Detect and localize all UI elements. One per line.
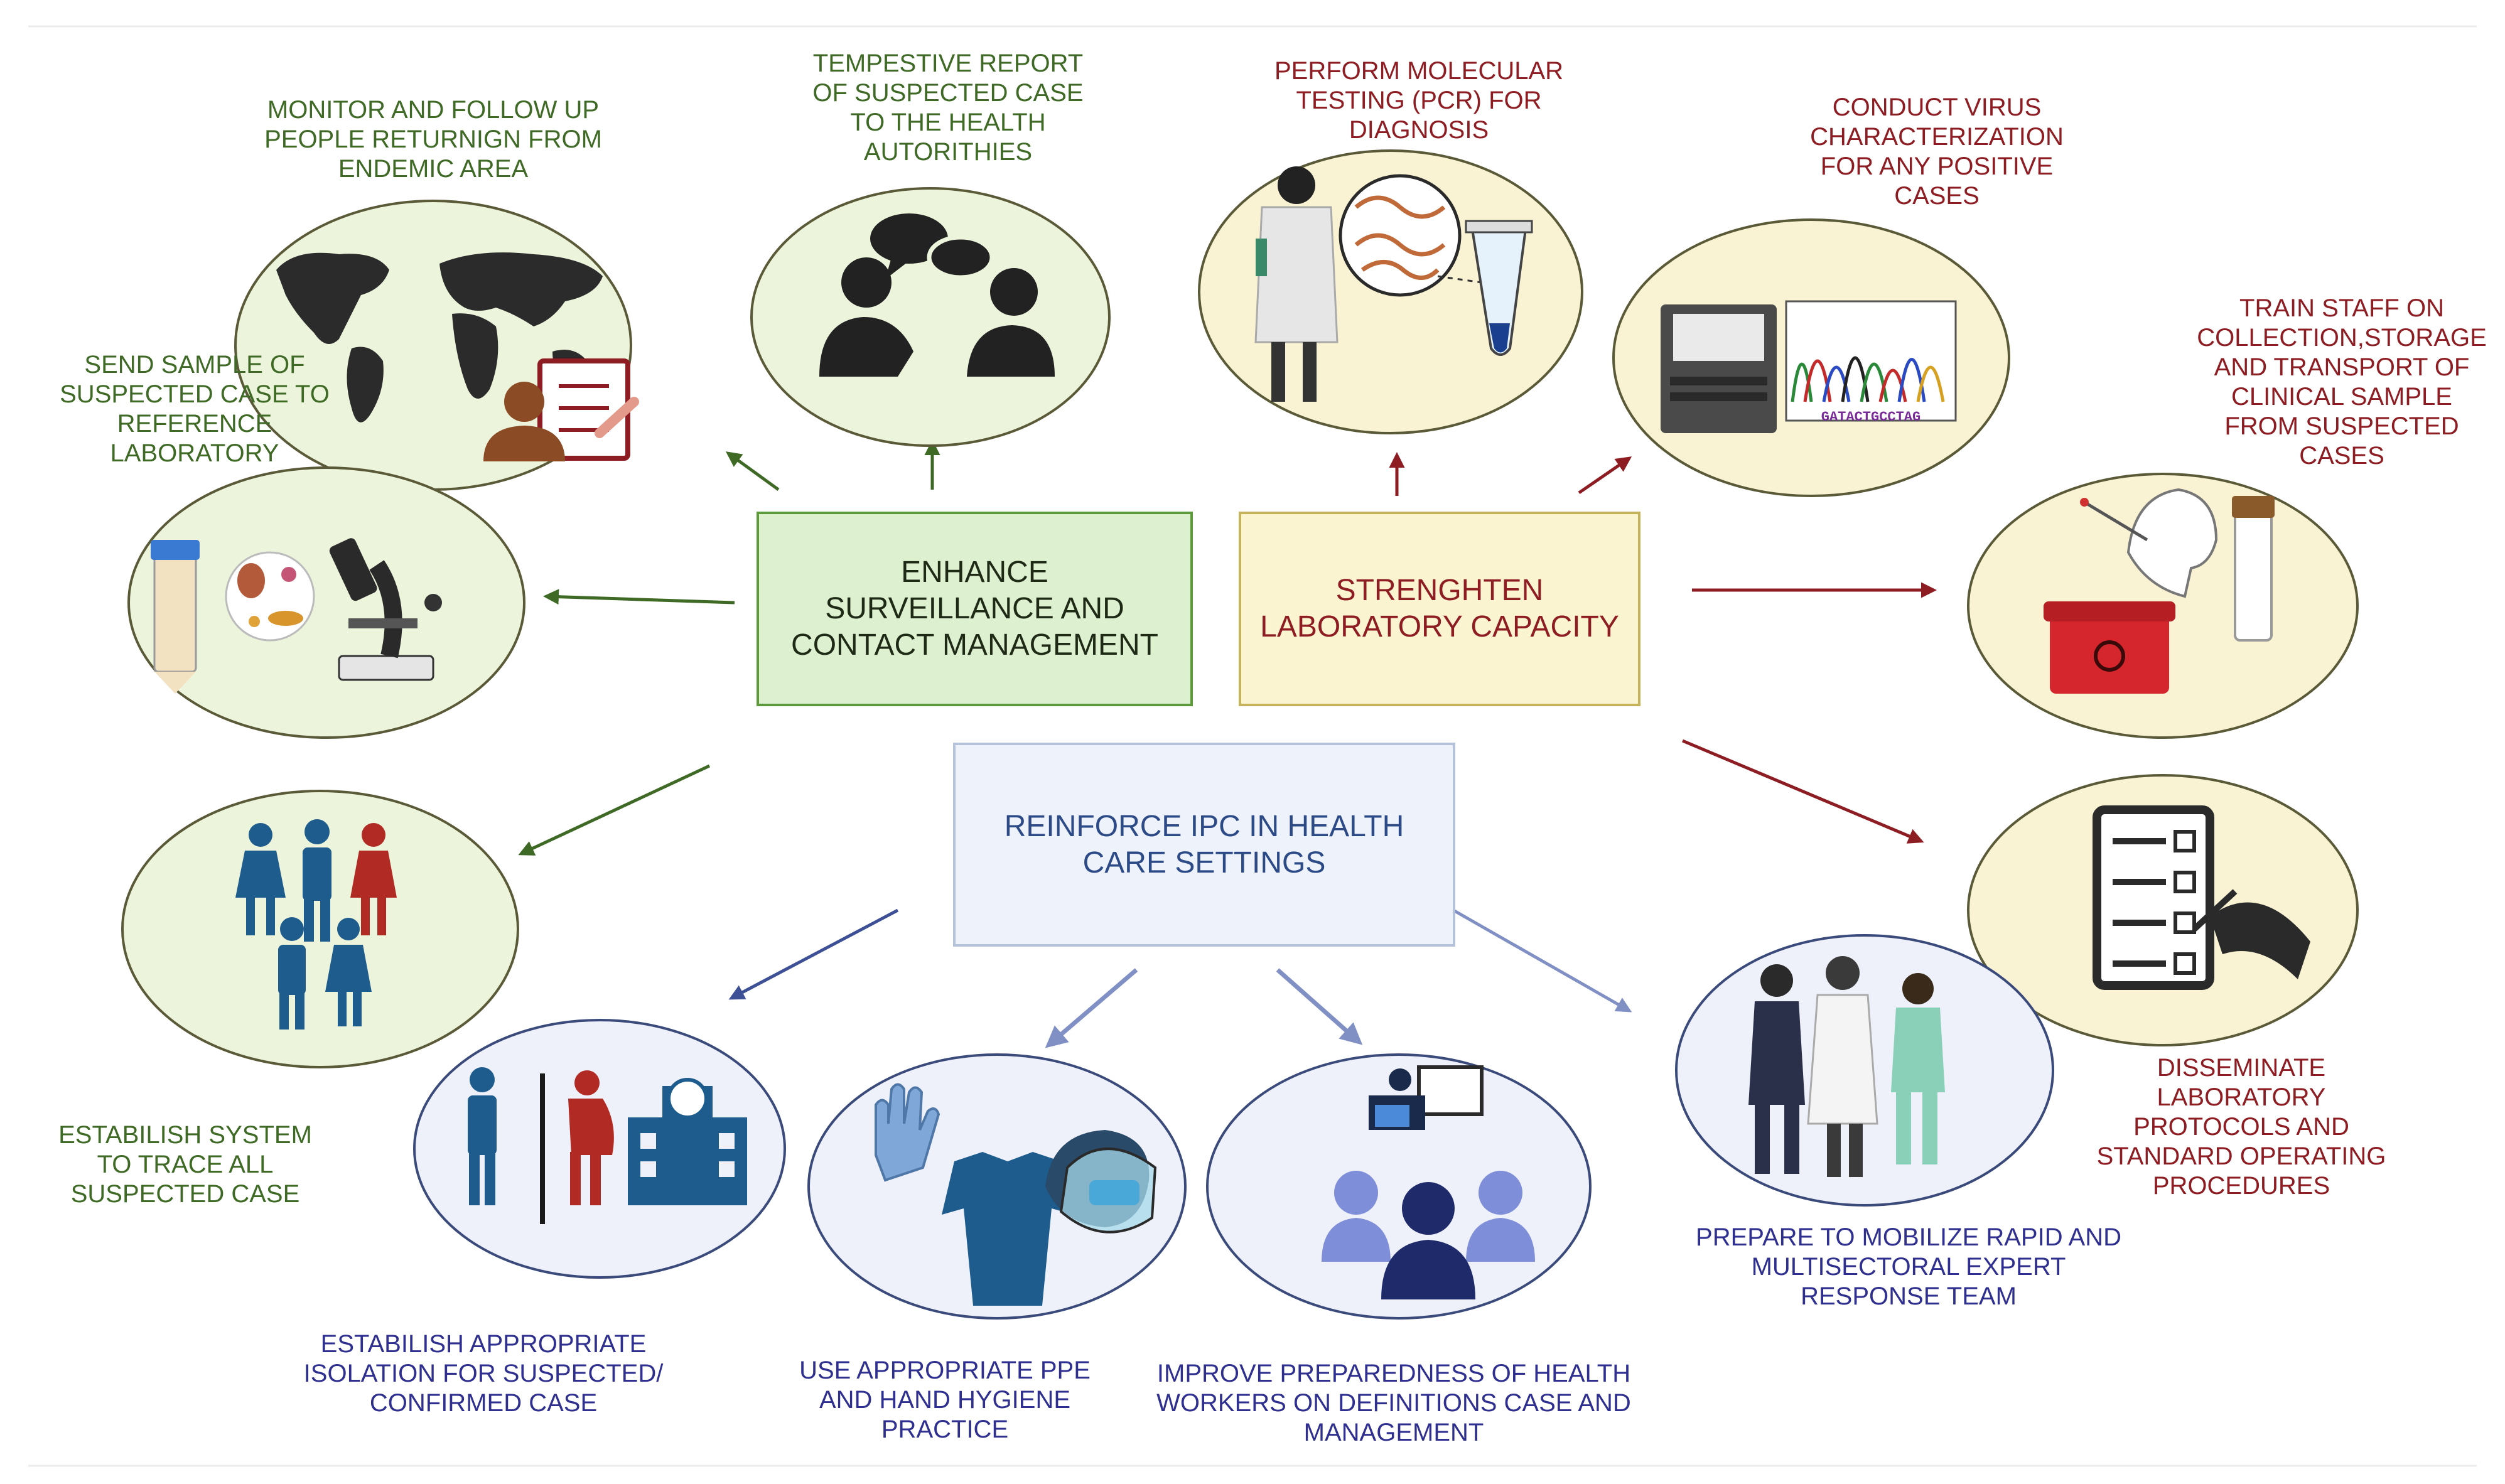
train-staff-circle (1967, 473, 2359, 739)
checklist-icon (2093, 805, 2310, 990)
caption-isolation: ESTABILISH APPROPRIATE ISOLATION FOR SUS… (303, 1330, 664, 1417)
caption-preparedness: IMPROVE PREPAREDNESS OF HEALTH WORKERS O… (1156, 1360, 1631, 1446)
glove-icon (875, 1083, 940, 1182)
sample-tube-icon (2232, 496, 2275, 642)
preparedness-circle (1206, 1053, 1592, 1320)
caption-expert-team: PREPARE TO MOBILIZE RAPID AND MULTISECTO… (1696, 1223, 2121, 1310)
audience-icon (1322, 1171, 1535, 1299)
protocols-circle (1967, 774, 2359, 1046)
caption-tempestive-report: TEMPESTIVE REPORT OF SUSPECTED CASE TO T… (812, 50, 1084, 166)
caption-molecular-testing: PERFORM MOLECULAR TESTING (PCR) FOR DIAG… (1274, 57, 1564, 144)
ppe-circle (807, 1053, 1187, 1320)
dna-sequence-text: GATACTGCCTAG (1821, 409, 1921, 425)
caption-ppe-hygiene: USE APPROPRIATE PPE AND HAND HYGIENE PRA… (799, 1357, 1091, 1443)
sequencer-icon (1661, 304, 1777, 433)
bacteria-icon (225, 551, 315, 642)
surveillance-arrows (518, 439, 940, 856)
hospital-icon (628, 1078, 747, 1205)
hub-laboratory: STRENGHTEN LABORATORY CAPACITY (1239, 512, 1640, 706)
caption-trace-system: ESTABILISH SYSTEM TO TRACE ALL SUSPECTED… (58, 1121, 312, 1208)
sample-tube-icon (151, 540, 200, 694)
microscope-icon (329, 538, 442, 681)
person-icon (483, 382, 565, 461)
caption-send-sample: SEND SAMPLE OF SUSPECTED CASE TO REFEREN… (60, 351, 330, 467)
expert-team-circle (1675, 934, 2054, 1207)
nasal-swab-icon (2080, 488, 2218, 598)
gown-icon (942, 1152, 1074, 1306)
businessman-icon (1748, 964, 1805, 1174)
chromatogram-icon: GATACTGCCTAG (1785, 300, 1957, 425)
dna-icon (1339, 174, 1462, 297)
isolation-circle (413, 1019, 786, 1279)
monitor-circle (234, 200, 639, 491)
training-icon (1369, 1065, 1484, 1130)
doctor-icon (1807, 956, 1878, 1177)
face-shield-icon (1045, 1130, 1157, 1234)
caption-virus-characterization: CONDUCT VIRUS CHARACTERIZATION FOR ANY P… (1810, 94, 2064, 210)
hub-surveillance: ENHANCE SURVEILLANCE AND CONTACT MANAGEM… (757, 512, 1193, 706)
isolation-icon (468, 1067, 614, 1224)
scientist-icon (1254, 166, 1339, 402)
test-tube-icon (1437, 220, 1533, 356)
caption-monitor-follow-up: MONITOR AND FOLLOW UP PEOPLE RETURNIGN F… (264, 96, 602, 183)
send-sample-circle (127, 466, 525, 739)
nurse-icon (1891, 973, 1945, 1164)
people-group-icon (235, 819, 397, 1030)
caption-train-staff: TRAIN STAFF ON COLLECTION,STORAGE AND TR… (2197, 294, 2487, 470)
caption-disseminate-protocols: DISSEMINATE LABORATORY PROTOCOLS AND STA… (2096, 1054, 2386, 1200)
trace-circle (121, 790, 519, 1068)
pcr-circle (1198, 149, 1583, 434)
hub-ipc: REINFORCE IPC IN HEALTH CARE SETTINGS (953, 743, 1455, 947)
characterization-circle: GATACTGCCTAG (1612, 218, 2010, 497)
laboratory-arrows (1389, 452, 1937, 844)
person-talking-icon (819, 257, 1055, 377)
ipc-arrows (728, 908, 1632, 1048)
biohazard-box-icon (2044, 601, 2175, 694)
report-circle (750, 187, 1111, 447)
speech-bubbles-icon (870, 213, 994, 280)
